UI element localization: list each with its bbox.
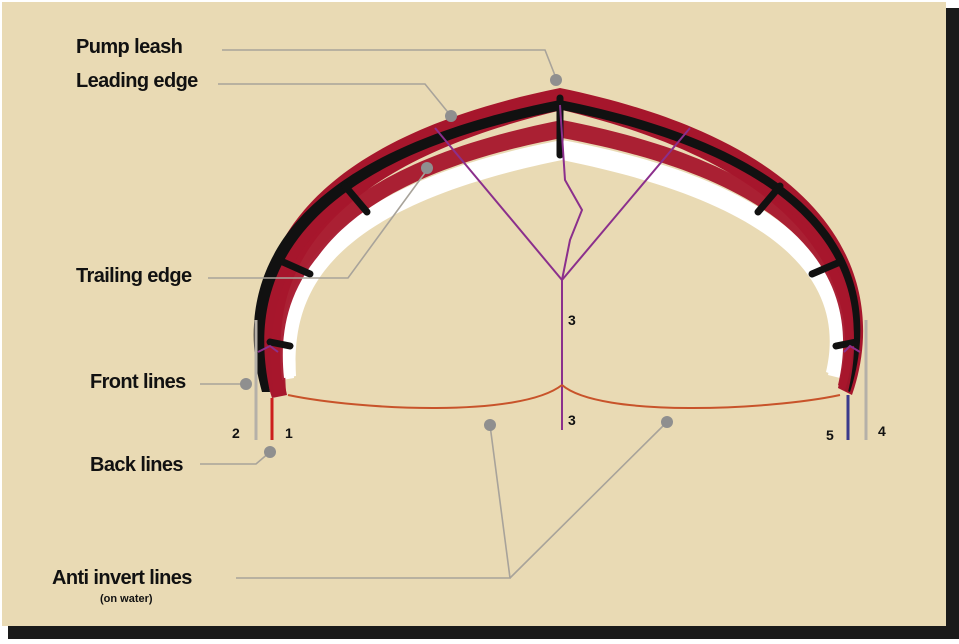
strut-left-3 (266, 338, 294, 350)
label-pump-leash: Pump leash (76, 36, 182, 58)
frame-background (2, 2, 946, 626)
dot-anti-invert-right (661, 416, 673, 428)
strut-right-1 (754, 182, 784, 216)
bridle-right (561, 127, 691, 281)
label-trailing-edge: Trailing edge (76, 265, 192, 287)
label-front-lines: Front lines (90, 371, 186, 393)
anti-invert-line-right (561, 384, 841, 409)
leader-anti-invert-2 (509, 421, 668, 579)
label-back-lines: Back lines (90, 454, 183, 476)
number-line-3-upper: 3 (568, 312, 576, 328)
leader-trailing-edge (208, 169, 428, 279)
bridle-lines (257, 104, 861, 430)
number-line-1: 1 (285, 425, 293, 441)
strut-left-1 (341, 182, 371, 216)
number-line-4: 4 (878, 423, 886, 439)
strut-right-3 (832, 338, 860, 350)
front-line-left-bridle (257, 344, 279, 353)
front-line-right-bridle (843, 344, 861, 353)
dot-trailing-edge (421, 162, 433, 174)
strut-right-2 (808, 258, 844, 278)
leader-back-lines (200, 451, 271, 465)
number-line-3-lower: 3 (568, 412, 576, 428)
pump-leash-bridle (559, 104, 584, 281)
label-anti-invert-sub: (on water) (100, 593, 153, 605)
label-anti-invert-lines: Anti invert lines (52, 567, 192, 589)
bridle-left (434, 127, 563, 281)
label-leading-edge: Leading edge (76, 70, 198, 92)
leader-pump-leash (222, 49, 557, 79)
leader-lines (200, 49, 668, 579)
number-line-5: 5 (826, 427, 834, 443)
dot-pump-leash (550, 74, 562, 86)
number-line-2: 2 (232, 425, 240, 441)
anti-invert-line-left (287, 384, 563, 409)
callout-dots (240, 74, 673, 458)
dot-anti-invert-left (484, 419, 496, 431)
leader-leading-edge (218, 83, 452, 117)
strut-left-2 (279, 258, 314, 278)
dot-leading-edge (445, 110, 457, 122)
dot-front-lines (240, 378, 252, 390)
dot-back-lines (264, 446, 276, 458)
